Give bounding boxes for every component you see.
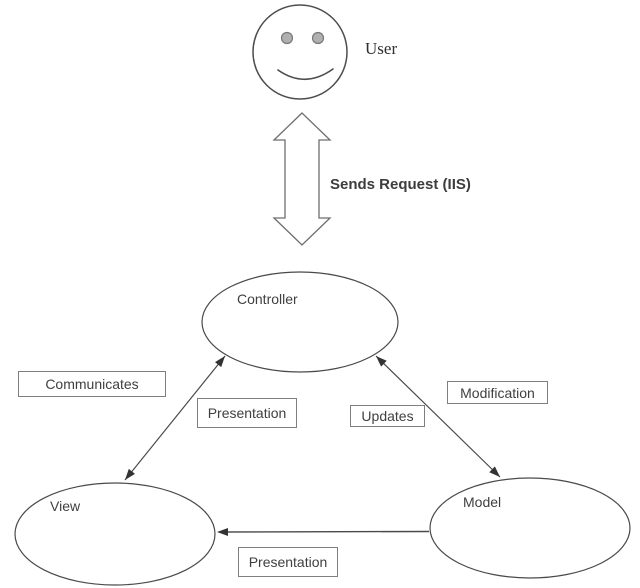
updates-label-box: Updates [350, 405, 425, 427]
controller-view-arrow [124, 355, 226, 481]
model-ellipse [429, 477, 631, 579]
user-smile [277, 68, 334, 81]
user-eye-left [280, 31, 294, 45]
updates-label: Updates [361, 408, 414, 424]
view-node-label: View [50, 498, 81, 514]
communicates-label-box: Communicates [18, 371, 166, 397]
user-eye-right [311, 31, 325, 45]
request-double-arrow [272, 112, 332, 246]
presentation-upper-label-box: Presentation [197, 398, 297, 428]
presentation-lower-label-box: Presentation [238, 547, 338, 577]
model-view-arrow [217, 528, 430, 536]
controller-ellipse [201, 271, 399, 373]
controller-node-label: Controller [237, 291, 298, 307]
presentation-upper-label: Presentation [207, 405, 287, 421]
request-label: Sends Request (IIS) [330, 176, 471, 193]
model-node-label: Model [463, 494, 502, 510]
user-label: User [365, 39, 398, 58]
controller-model-arrow [375, 355, 501, 478]
modification-label: Modification [460, 384, 535, 401]
user-head-circle [252, 4, 348, 100]
user-face-icon [252, 4, 348, 100]
communicates-label: Communicates [45, 376, 139, 392]
modification-label-box: Modification [447, 381, 548, 404]
presentation-lower-label: Presentation [248, 554, 328, 570]
view-ellipse [14, 482, 216, 586]
